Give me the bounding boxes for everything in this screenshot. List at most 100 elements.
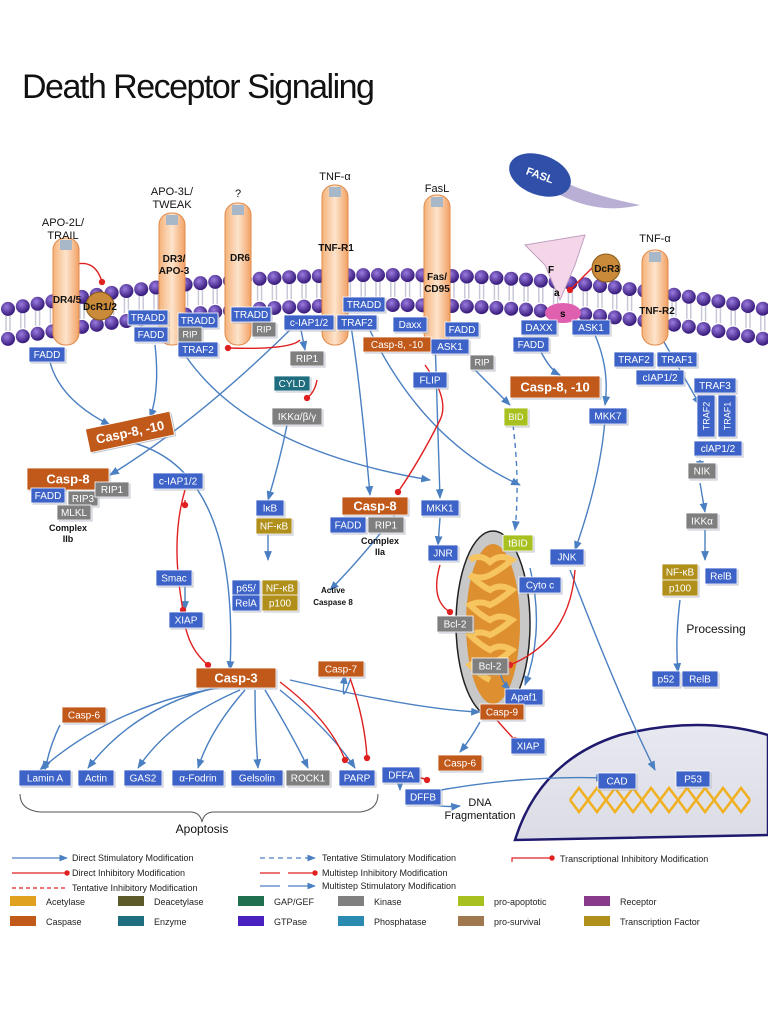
node-label: IKKα/β/γ (278, 412, 316, 423)
node-label: Casp-8 (353, 499, 396, 514)
node-fadd4: FADD (512, 336, 551, 354)
node-label: TRAF2 (341, 318, 373, 329)
node-gelsolin: Gelsolin (230, 769, 285, 788)
node-label: MLKL (61, 508, 88, 519)
node-nfkb2: NF-κB (661, 563, 700, 582)
node-label: RelB (689, 675, 711, 686)
node-traf3: TRAF3 (693, 377, 738, 395)
node-label: FADD (449, 325, 476, 336)
node-fadd6: FADD (329, 516, 368, 535)
node-label: RelB (710, 572, 732, 583)
node-ciap12c: clAP1/2 (693, 440, 744, 458)
tnfr1-receptor (321, 184, 349, 346)
node-casp3: Casp-3 (195, 667, 278, 690)
node-mkk1: MKK1 (420, 499, 461, 518)
node-label: ASK1 (578, 323, 604, 334)
node-casp8b: Casp-8 (341, 496, 410, 517)
complex-iia-label: Complex (361, 536, 399, 546)
legend-label: Transcription Factor (620, 917, 700, 927)
legend-label: Direct Stimulatory Modification (72, 853, 194, 863)
node-gas2: GAS2 (123, 769, 164, 788)
node-ask1a: ASK1 (430, 338, 471, 356)
stimulatory-arrow (569, 569, 656, 771)
dna-helix (569, 785, 751, 815)
node-casp6a: Casp-6 (61, 706, 108, 725)
node-label: FADD (35, 491, 62, 502)
node-label: JNK (558, 553, 577, 564)
ligand-tweak-label: APO-3L/ (151, 186, 194, 198)
active-caspase-label: Caspase 8 (313, 598, 353, 607)
node-traf2b: TRAF2 (336, 314, 379, 332)
legend-label: Transcriptional Inhibitory Modification (560, 854, 708, 864)
legend-swatch (458, 916, 484, 926)
node-relb2: RelB (681, 670, 720, 689)
node-label: TRAF2 (182, 345, 214, 356)
node-label: RIP1 (101, 485, 124, 496)
node-casp9: Casp-9 (479, 703, 526, 722)
node-mlkl: MLKL (56, 504, 93, 522)
node-jnk1: JNK (549, 548, 586, 567)
node-rock1: ROCK1 (285, 769, 332, 788)
node-tbid: tBID (502, 534, 535, 553)
node-daxx1: Daxx (392, 316, 429, 334)
stimulatory-arrow (339, 674, 351, 695)
node-label: RIP3 (72, 494, 95, 505)
node-label: Apaf1 (511, 693, 538, 704)
stimulatory-arrow (459, 721, 481, 753)
node-bcl2b: Bcl-2 (471, 657, 510, 676)
node-label: MKK1 (426, 504, 454, 515)
node-casp7: Casp-7 (317, 660, 366, 679)
node-label: NF-κB (666, 568, 695, 579)
node-label: DFFA (388, 771, 414, 782)
node-label: Lamin A (27, 774, 63, 785)
node-label: TRADD (234, 310, 268, 321)
node-mkk7: MKK7 (588, 407, 629, 426)
node-label: p65/ (236, 584, 256, 595)
node-cad: CAD (597, 772, 638, 791)
legend-label: Acetylase (46, 897, 85, 907)
node-label: PARP (344, 774, 371, 785)
node-label: Gelsolin (239, 774, 275, 785)
node-tradd2: TRADD (177, 312, 220, 330)
node-nfkb1: NF-κB (255, 517, 294, 536)
legend-swatch (584, 896, 610, 906)
apoptosis-label: Apoptosis (176, 822, 229, 836)
node-label: FADD (335, 521, 362, 532)
node-rip1c: RIP1 (94, 481, 131, 499)
stimulatory-arrow (511, 424, 520, 531)
node-tradd3: TRADD (230, 306, 273, 324)
node-label: Smac (161, 574, 187, 585)
node-label: Casp-7 (325, 665, 358, 676)
node-ikkabg: IKKα/β/γ (271, 407, 324, 427)
node-ikka: IKKα (685, 512, 720, 531)
node-label: TRAF1 (723, 402, 733, 431)
fas-receptor-complex: F a s (523, 234, 586, 323)
node-label: TRADD (131, 313, 165, 324)
dcr3-ball (591, 253, 621, 283)
node-fadd2: FADD (133, 326, 170, 344)
node-traf2d: TRAF2 (696, 394, 717, 439)
node-parp: PARP (338, 769, 377, 788)
ligand-tweak-label: TWEAK (152, 199, 192, 211)
legend-swatch (118, 916, 144, 926)
node-cyld: CYLD (273, 375, 312, 393)
node-label: Cyto c (526, 581, 554, 592)
node-lamina: Lamin A (18, 769, 73, 788)
ligand-tnfa-label: TNF-α (319, 171, 351, 183)
node-label: FLIP (419, 376, 440, 387)
legend-label: Multistep Stimulatory Modification (322, 881, 456, 891)
node-rip2: RIP (251, 321, 278, 339)
node-rip1: RIP (177, 326, 204, 344)
inhibitory-link (349, 677, 371, 762)
node-label: RIP (474, 358, 489, 368)
node-tradd1: TRADD (127, 309, 170, 327)
stimulatory-arrow (253, 689, 262, 769)
node-fadd1: FADD (28, 346, 67, 364)
receptor-label: DR3/ (163, 254, 186, 265)
node-traf1a: TRAF1 (656, 351, 699, 369)
apoptosis-bracket (19, 793, 379, 823)
stimulatory-arrow (149, 344, 158, 419)
node-dffa: DFFA (381, 766, 422, 785)
node-label: RelA (235, 599, 257, 610)
node-smac: Smac (155, 569, 194, 588)
